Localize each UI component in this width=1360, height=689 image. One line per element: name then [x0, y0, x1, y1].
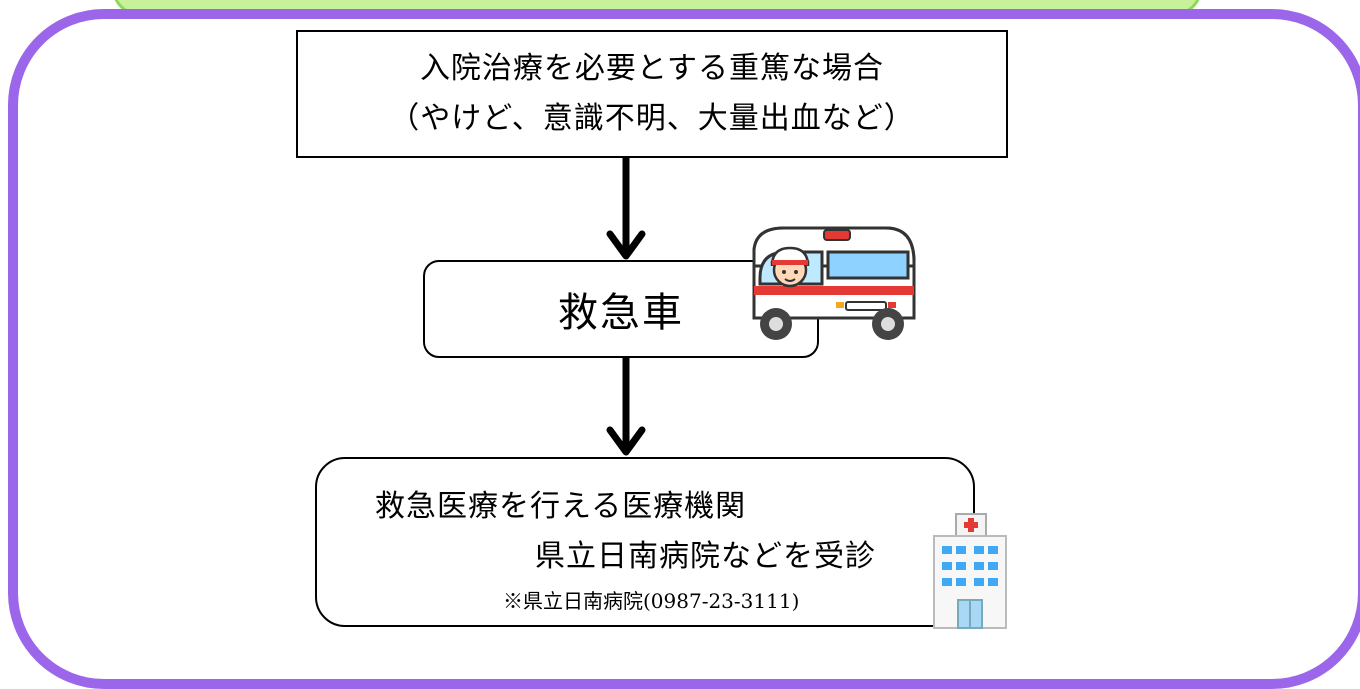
condition-line-1: 入院治療を必要とする重篤な場合: [419, 51, 885, 86]
hospital-line-2: 県立日南病院などを受診: [535, 539, 876, 574]
arrow-down-icon: [606, 158, 646, 260]
hospital-box: 救急医療を行える医療機関 県立日南病院などを受診 ※県立日南病院(0987-23…: [315, 457, 975, 627]
ambulance-icon: [752, 226, 916, 340]
hospital-line-1: 救急医療を行える医療機関: [375, 489, 747, 524]
hospital-note: ※県立日南病院(0987-23-3111): [503, 589, 800, 613]
condition-box: 入院治療を必要とする重篤な場合 （やけど、意識不明、大量出血など）: [296, 30, 1008, 158]
ambulance-label: 救急車: [558, 290, 684, 336]
condition-line-2: （やけど、意識不明、大量出血など）: [389, 101, 915, 136]
arrow-down-icon: [606, 358, 646, 456]
hospital-building-icon: [933, 513, 1007, 629]
